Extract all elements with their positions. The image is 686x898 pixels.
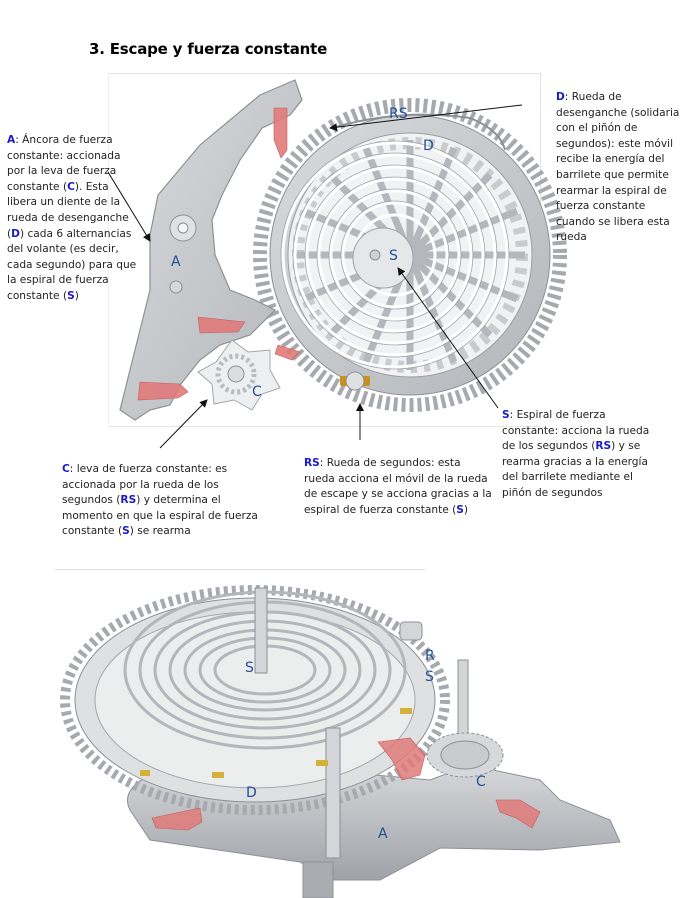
pallet-stones <box>137 107 301 401</box>
callout-text: : Rueda de desenganche (solidaria con el… <box>556 91 680 244</box>
callout-text: ) <box>463 503 469 516</box>
callout-ref: S <box>456 503 464 516</box>
arrow-d <box>329 104 523 132</box>
callout-spring-s: S: Espiral de fuerza constante: acciona … <box>502 408 662 502</box>
constant-force-spring-s <box>281 141 509 369</box>
divider-line <box>540 73 541 305</box>
callout-ref: RS <box>595 440 612 453</box>
label-d-bottom: D <box>246 785 257 801</box>
spring-rings-outline <box>280 140 510 370</box>
callout-text: ) y determina el momento en que la espir… <box>62 494 258 538</box>
cam-gear-3d <box>426 732 504 778</box>
label-d-top: D <box>423 138 434 154</box>
label-s-bottom: S <box>245 660 254 676</box>
callout-key: D <box>556 91 565 103</box>
callout-text: ). Esta libera un diente de la rueda de … <box>7 180 129 240</box>
arrow-a <box>107 171 151 242</box>
jewels-3d <box>140 708 412 778</box>
arrow-c <box>159 399 208 449</box>
label-rs-top: RS <box>389 106 408 122</box>
callout-text: : Rueda de segundos: esta rueda acciona … <box>304 457 492 516</box>
callout-text: ) <box>74 289 79 302</box>
label-a-bottom: A <box>378 826 388 842</box>
callout-release-wheel-d: D: Rueda de desenganche (solidaria con e… <box>556 90 684 246</box>
rs-arc-slot <box>331 113 506 151</box>
section-divider <box>55 569 425 570</box>
top-diagram-frame <box>108 73 541 427</box>
label-a-top: A <box>171 254 181 270</box>
label-s2-bottom: S <box>425 669 434 685</box>
leader-arrows <box>107 104 523 449</box>
jewel-pin <box>340 371 370 391</box>
callout-ref: RS <box>120 494 137 507</box>
callout-text: ) y se rearma gracias a la energía del b… <box>502 440 648 499</box>
callout-key: RS <box>304 457 320 469</box>
callout-ref: C <box>67 180 75 193</box>
arrow-s <box>397 267 499 409</box>
label-c-bottom: C <box>476 774 486 790</box>
callout-key: C <box>62 463 70 475</box>
callout-text: : Áncora de fuerza constante: accionada … <box>7 134 121 193</box>
callout-ref: S <box>67 289 75 302</box>
label-r-bottom: R <box>425 648 435 664</box>
label-s-top: S <box>389 248 398 264</box>
callout-text: ) se rearma <box>129 525 191 538</box>
callout-text: ) cada 6 alternancias del volante (es de… <box>7 227 137 302</box>
callout-key: S <box>502 409 510 421</box>
label-c-top: C <box>252 384 262 400</box>
arbors-3d <box>254 587 469 859</box>
pallet-stones-3d <box>151 737 541 831</box>
constant-force-cam-c <box>197 339 281 411</box>
page-title: 3. Escape y fuerza constante <box>89 40 328 58</box>
callout-ref: D <box>11 227 20 240</box>
callout-text: : leva de fuerza constante: es accionada… <box>62 463 228 507</box>
callout-seconds-wheel-rs: RS: Rueda de segundos: esta rueda accion… <box>304 456 494 518</box>
callout-text: : Espiral de fuerza constante: acciona l… <box>502 409 650 453</box>
callout-anchor-a: A: Áncora de fuerza constante: accionada… <box>7 133 139 305</box>
callout-key: A <box>7 134 16 146</box>
callout-ref: S <box>122 525 130 538</box>
callout-cam-c: C: leva de fuerza constante: es accionad… <box>62 462 272 540</box>
